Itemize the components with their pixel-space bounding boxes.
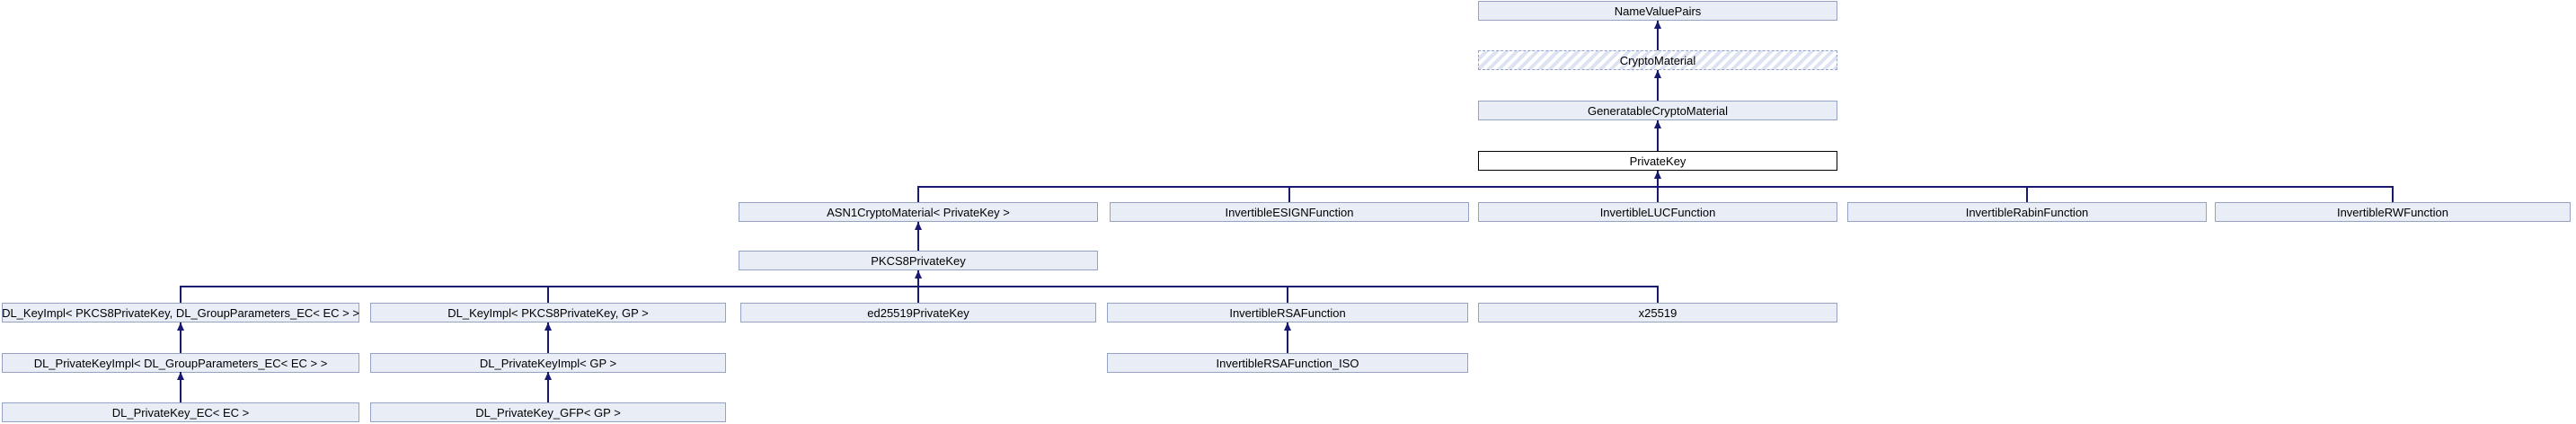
node-pkcs8privatekey[interactable]: PKCS8PrivateKey bbox=[739, 251, 1098, 270]
edge-pkcs8-children-trunk bbox=[917, 270, 919, 287]
edge-dlprivatekeyimpl-gp-line bbox=[547, 322, 549, 353]
edge-privatekey-children-trunk bbox=[1657, 171, 1659, 188]
node-invertiblelucfunction[interactable]: InvertibleLUCFunction bbox=[1478, 202, 1837, 222]
edge-dlprivatekeyimpl-ec-line bbox=[180, 322, 181, 353]
edge-stub-asn1cryptomaterial bbox=[917, 187, 919, 202]
edge-stub-invertiblersa bbox=[1287, 287, 1288, 303]
node-namevaluepairs[interactable]: NameValuePairs bbox=[1478, 1, 1837, 21]
node-dl-privatekeyimpl-ec[interactable]: DL_PrivateKeyImpl< DL_GroupParameters_EC… bbox=[2, 353, 359, 373]
edge-pkcs8-asn1-line bbox=[917, 222, 919, 251]
node-privatekey: PrivateKey bbox=[1478, 151, 1837, 171]
node-x25519[interactable]: x25519 bbox=[1478, 303, 1837, 322]
edge-privatekey-children-bus bbox=[917, 186, 2394, 188]
edge-rsaiso-rsa-line bbox=[1287, 322, 1288, 353]
edge-privatekey-generatable-line bbox=[1657, 120, 1659, 151]
node-invertiblerwfunction[interactable]: InvertibleRWFunction bbox=[2215, 202, 2571, 222]
edge-stub-ed25519 bbox=[917, 287, 919, 303]
node-dl-keyimpl-ec[interactable]: DL_KeyImpl< PKCS8PrivateKey, DL_GroupPar… bbox=[2, 303, 359, 322]
edge-stub-dl-keyimpl-gp bbox=[547, 287, 549, 303]
edge-stub-x25519 bbox=[1657, 287, 1659, 303]
node-invertiblerabinfunction[interactable]: InvertibleRabinFunction bbox=[1847, 202, 2207, 222]
edge-stub-invertibleluc bbox=[1657, 187, 1659, 202]
edge-pkcs8-children-bus bbox=[180, 286, 1659, 287]
edge-dlprivatekey-gfp-line bbox=[547, 372, 549, 402]
node-generatablecryptomaterial[interactable]: GeneratableCryptoMaterial bbox=[1478, 101, 1837, 120]
node-invertiblersafunction[interactable]: InvertibleRSAFunction bbox=[1107, 303, 1468, 322]
node-invertiblersafunction-iso[interactable]: InvertibleRSAFunction_ISO bbox=[1107, 353, 1468, 373]
edge-dlprivatekey-ec-line bbox=[180, 372, 181, 402]
edge-stub-invertiblerabin bbox=[2026, 187, 2028, 202]
node-asn1cryptomaterial-privatekey[interactable]: ASN1CryptoMaterial< PrivateKey > bbox=[739, 202, 1098, 222]
edge-generatable-cryptomaterial-line bbox=[1657, 70, 1659, 101]
node-dl-privatekey-ec[interactable]: DL_PrivateKey_EC< EC > bbox=[2, 402, 359, 422]
node-cryptomaterial: CryptoMaterial bbox=[1478, 50, 1837, 70]
node-ed25519privatekey[interactable]: ed25519PrivateKey bbox=[740, 303, 1096, 322]
edge-stub-invertiblerw bbox=[2392, 187, 2394, 202]
node-dl-keyimpl-gp[interactable]: DL_KeyImpl< PKCS8PrivateKey, GP > bbox=[370, 303, 726, 322]
node-dl-privatekey-gfp[interactable]: DL_PrivateKey_GFP< GP > bbox=[370, 402, 726, 422]
node-invertibleesignfunction[interactable]: InvertibleESIGNFunction bbox=[1110, 202, 1469, 222]
edge-stub-dl-keyimpl-ec bbox=[180, 287, 181, 303]
edge-cryptomaterial-namevaluepairs-line bbox=[1657, 21, 1659, 50]
edge-stub-invertibleesign bbox=[1288, 187, 1290, 202]
node-dl-privatekeyimpl-gp[interactable]: DL_PrivateKeyImpl< GP > bbox=[370, 353, 726, 373]
